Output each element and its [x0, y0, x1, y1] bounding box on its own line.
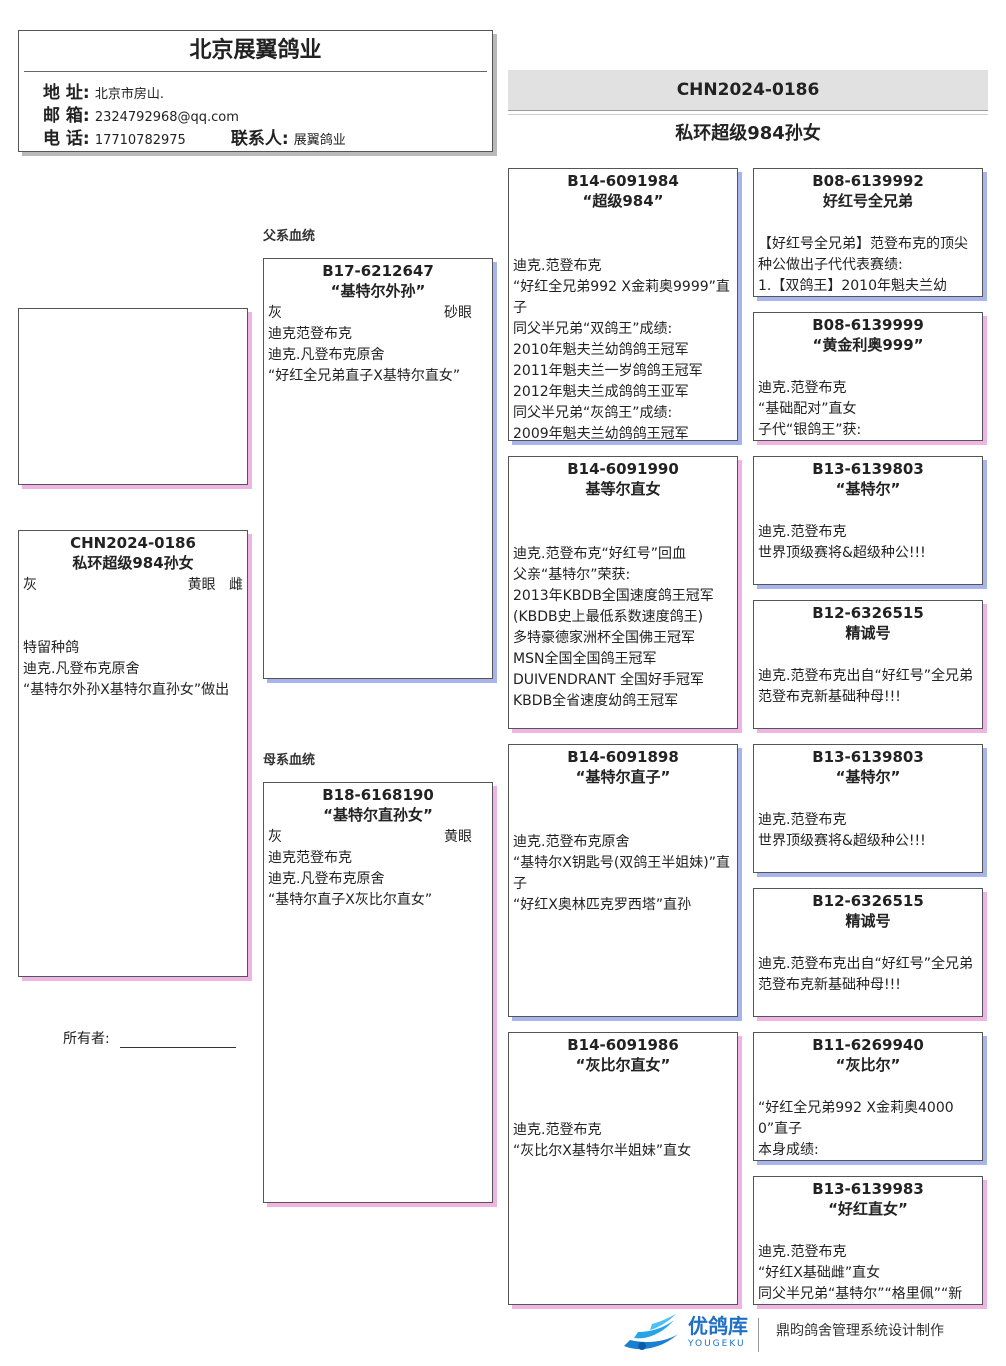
great-notes: 迪克.范登布克出自“好红号”全兄弟范登布克新基础种母!!!: [758, 956, 973, 993]
subject-notes: 特留种鸽 迪克.凡登布克原舍 “基特尔外孙X基特尔直孙女”做出: [23, 640, 230, 698]
dam-card: B18-6168190 “基特尔直孙女” 灰 黄眼 迪克范登布克 迪克.凡登布克…: [263, 782, 493, 1203]
grand-ring: B14-6091990: [567, 460, 679, 478]
grand-name: “灰比尔直女”: [575, 1056, 671, 1074]
owner-blank: [120, 1033, 237, 1048]
subject-card: CHN2024-0186 私环超级984孙女 灰 黄眼 雌 特留种鸽 迪克.凡登…: [18, 530, 248, 977]
top-ring-banner: CHN2024-0186: [508, 70, 988, 111]
grandsire-paternal-card: B14-6091984 “超级984” 迪克.范登布克 “好红全兄弟992 X金…: [508, 168, 738, 441]
great-name: “黄金利奥999”: [812, 336, 924, 354]
great-name: 精诚号: [845, 912, 891, 930]
dam-eye: 黄眼: [444, 829, 472, 845]
dam-ring: B18-6168190: [322, 786, 434, 804]
subject-ring: CHN2024-0186: [70, 534, 196, 552]
great-grandparent-card: B08-6139999 “黄金利奥999” 迪克.范登布克 “基础配对”直女 子…: [753, 312, 983, 441]
subject-name: 私环超级984孙女: [72, 554, 194, 572]
grand-notes: 迪克.范登布克原舍 “基特尔X钥匙号(双鸽王半姐妹)”直子 “好红X奥林匹克罗西…: [513, 834, 731, 913]
grand-notes: 迪克.范登布克 “灰比尔X基特尔半姐妹”直女: [513, 1122, 692, 1159]
phone-label: 电 话:: [43, 129, 90, 149]
logo-en: YOUGEKU: [688, 1339, 746, 1349]
great-ring: B08-6139992: [812, 172, 924, 190]
great-notes: 迪克.范登布克 世界顶级赛将&超级种公!!!: [758, 524, 926, 561]
grand-notes: 迪克.范登布克“好红号”回血 父亲“基特尔”荣获: 2013年KBDB全国速度鸽…: [513, 546, 714, 709]
logo-text: 优鸽库 YOUGEKU: [688, 1314, 748, 1350]
sire-name: “基特尔外孙”: [330, 282, 426, 300]
contact-label: 联系人:: [230, 129, 289, 149]
owner-line: 所有者:: [63, 1028, 237, 1048]
grandsire-maternal-card: B14-6091898 “基特尔直子” 迪克.范登布克原舍 “基特尔X钥匙号(双…: [508, 744, 738, 1017]
subject-color: 灰: [23, 577, 37, 593]
sire-ring: B17-6212647: [322, 262, 434, 280]
subject-eye: 黄眼: [187, 577, 216, 593]
paternal-label: 父系血统: [263, 229, 316, 244]
great-notes: “好红全兄弟992 X金莉奥40000”直子 本身成绩:: [758, 1100, 954, 1158]
great-name: “好红直女”: [828, 1200, 908, 1218]
email-label: 邮 箱:: [43, 106, 90, 126]
great-grandparent-card: B13-6139803 “基特尔” 迪克.范登布克 世界顶级赛将&超级种公!!!: [753, 744, 983, 873]
maternal-label: 母系血统: [263, 753, 316, 768]
great-ring: B13-6139983: [812, 1180, 924, 1198]
logo-divider: [758, 1318, 759, 1352]
grand-ring: B14-6091984: [567, 172, 679, 190]
dam-notes: 迪克范登布克 迪克.凡登布克原舍 “基特尔直子X灰比尔直女”: [268, 850, 433, 908]
great-grandparent-card: B12-6326515 精诚号 迪克.范登布克出自“好红号”全兄弟范登布克新基础…: [753, 888, 983, 1017]
great-ring: B08-6139999: [812, 316, 924, 334]
footer-credit: 鼎昀鸽舍管理系统设计制作: [776, 1323, 944, 1339]
contact-value: 展翼鸽业: [293, 133, 346, 148]
great-ring: B12-6326515: [812, 892, 924, 910]
footer: 优鸽库 YOUGEKU 鼎昀鸽舍管理系统设计制作: [620, 1312, 990, 1358]
great-grandparent-card: B12-6326515 精诚号 迪克.范登布克出自“好红号”全兄弟范登布克新基础…: [753, 600, 983, 729]
great-notes: 迪克.范登布克 世界顶级赛将&超级种公!!!: [758, 812, 926, 849]
subject-sex: 雌: [229, 577, 243, 593]
grand-name: “超级984”: [582, 192, 664, 210]
dam-traits: 灰 黄眼: [264, 826, 492, 848]
address-value: 北京市房山.: [94, 87, 164, 102]
top-name: 私环超级984孙女: [675, 123, 821, 144]
great-grandparent-card: B13-6139983 “好红直女” 迪克.范登布克 “好红X基础雌”直女 同父…: [753, 1176, 983, 1305]
contact-info: 地 址: 北京市房山. 邮 箱: 2324792968@qq.com 电 话: …: [19, 72, 492, 151]
great-ring: B13-6139803: [812, 460, 924, 478]
pigeon-logo-icon: [624, 1314, 678, 1350]
grand-ring: B14-6091986: [567, 1036, 679, 1054]
granddam-maternal-card: B14-6091986 “灰比尔直女” 迪克.范登布克 “灰比尔X基特尔半姐妹”…: [508, 1032, 738, 1305]
great-name: “基特尔”: [835, 768, 901, 786]
subject-traits: 灰 黄眼 雌: [19, 574, 247, 596]
great-notes: 【好红号全兄弟】范登布克的顶尖种公做出子代代表赛绩: 1.【双鸽王】2010年魁…: [758, 236, 968, 294]
great-notes: 迪克.范登布克 “基础配对”直女 子代“银鸽王”获:: [758, 380, 862, 438]
photo-box: [18, 308, 248, 485]
top-divider: [508, 114, 988, 115]
logo-cn: 优鸽库: [688, 1314, 748, 1338]
address-label: 地 址:: [43, 83, 90, 103]
great-grandparent-card: B11-6269940 “灰比尔” “好红全兄弟992 X金莉奥40000”直子…: [753, 1032, 983, 1161]
great-name: “基特尔”: [835, 480, 901, 498]
phone-value: 17710782975: [94, 133, 186, 148]
great-ring: B12-6326515: [812, 604, 924, 622]
grand-name: “基特尔直子”: [575, 768, 671, 786]
granddam-paternal-card: B14-6091990 基等尔直女 迪克.范登布克“好红号”回血 父亲“基特尔”…: [508, 456, 738, 729]
great-name: 精诚号: [845, 624, 891, 642]
great-notes: 迪克.范登布克 “好红X基础雌”直女 同父半兄弟“基特尔”“格里佩”“新: [758, 1244, 963, 1302]
great-notes: 迪克.范登布克出自“好红号”全兄弟范登布克新基础种母!!!: [758, 668, 973, 705]
great-ring: B11-6269940: [812, 1036, 924, 1054]
grand-notes: 迪克.范登布克 “好红全兄弟992 X金莉奥9999”直子 同父半兄弟“双鸽王”…: [513, 258, 730, 441]
loft-title: 北京展翼鸽业: [189, 38, 322, 63]
header-box: 北京展翼鸽业 地 址: 北京市房山. 邮 箱: 2324792968@qq.co…: [18, 30, 493, 152]
email-value: 2324792968@qq.com: [94, 110, 239, 125]
great-name: 好红号全兄弟: [822, 192, 913, 210]
grand-ring: B14-6091898: [567, 748, 679, 766]
header-divider: [24, 71, 487, 72]
great-grandparent-card: B08-6139992 好红号全兄弟 【好红号全兄弟】范登布克的顶尖种公做出子代…: [753, 168, 983, 297]
top-ring: CHN2024-0186: [676, 80, 820, 100]
great-grandparent-card: B13-6139803 “基特尔” 迪克.范登布克 世界顶级赛将&超级种公!!!: [753, 456, 983, 585]
owner-label: 所有者:: [63, 1031, 110, 1047]
sire-card: B17-6212647 “基特尔外孙” 灰 砂眼 迪克范登布克 迪克.凡登布克原…: [263, 258, 493, 679]
grand-name: 基等尔直女: [585, 480, 661, 498]
sire-notes: 迪克范登布克 迪克.凡登布克原舍 “好红全兄弟直子X基特尔直女”: [268, 326, 461, 384]
great-ring: B13-6139803: [812, 748, 924, 766]
sire-eye: 砂眼: [444, 305, 472, 321]
great-name: “灰比尔”: [835, 1056, 901, 1074]
dam-color: 灰: [268, 829, 282, 845]
dam-name: “基特尔直孙女”: [323, 806, 433, 824]
sire-color: 灰: [268, 305, 282, 321]
sire-traits: 灰 砂眼: [264, 302, 492, 324]
